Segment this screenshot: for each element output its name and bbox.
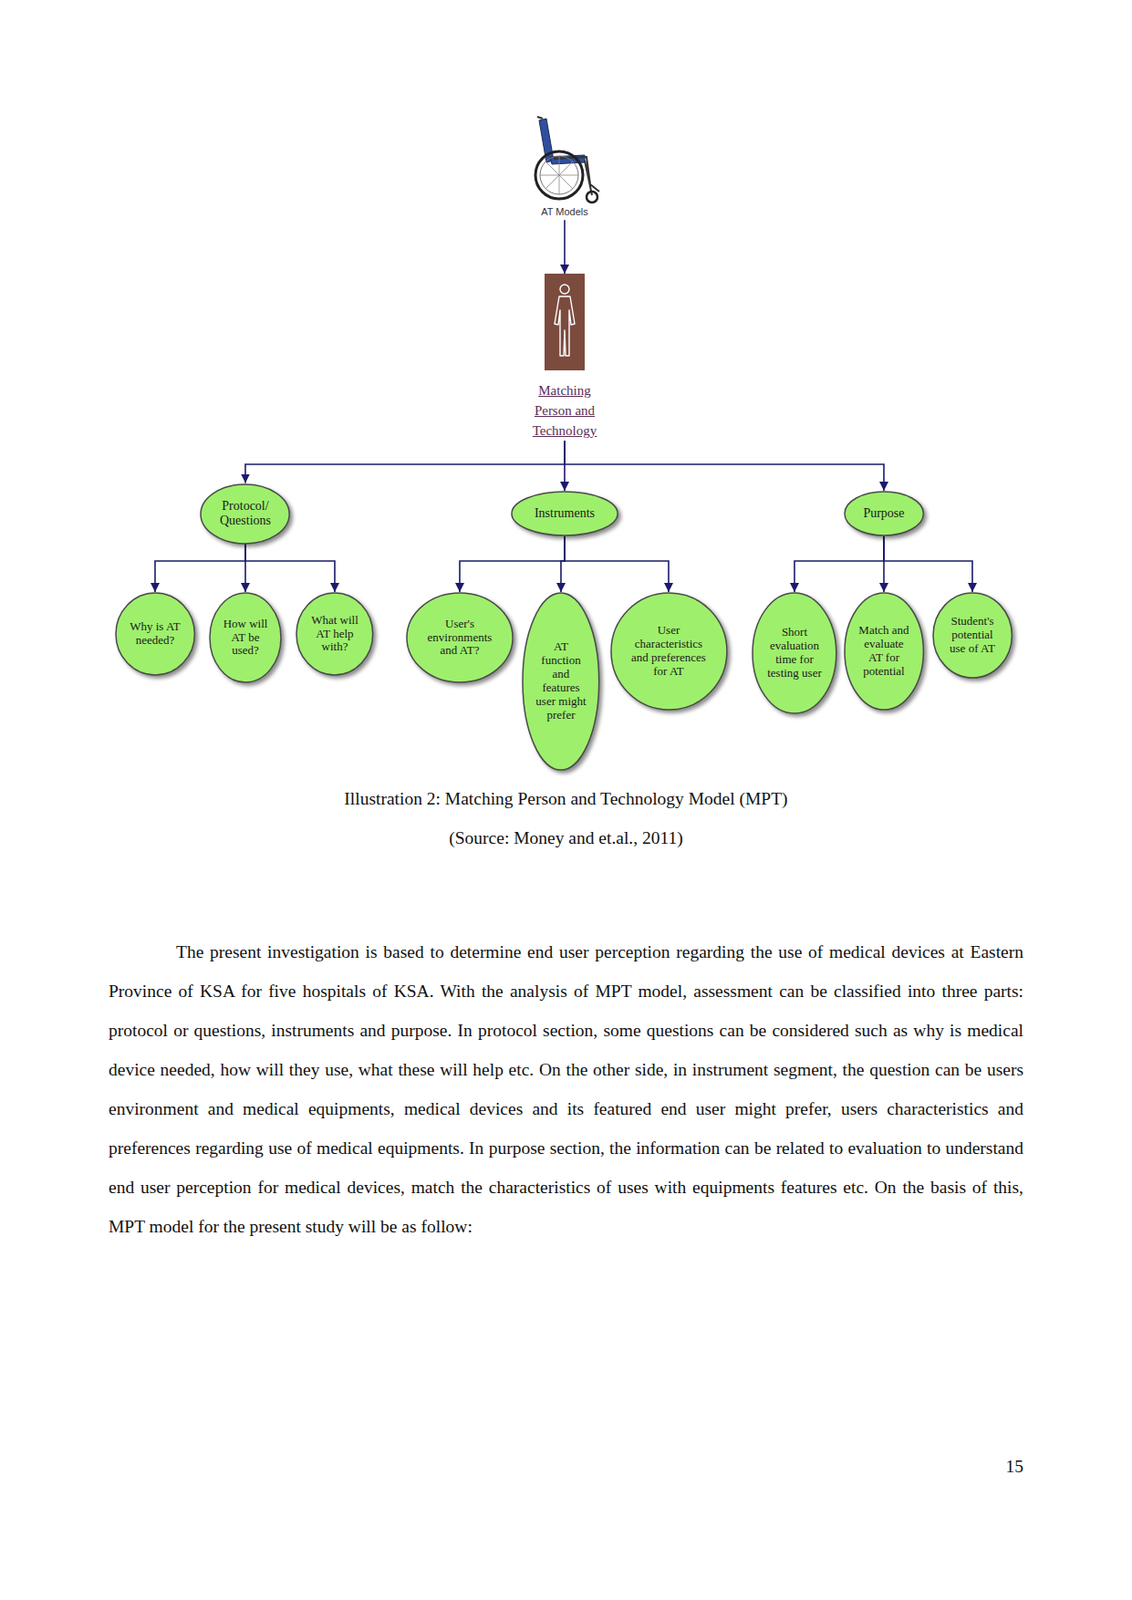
connector-arrow [245, 440, 565, 483]
connector-arrow [883, 536, 973, 592]
ellipse-node: How will AT be used? [208, 591, 282, 684]
node-label: Protocol/ Questions [215, 498, 276, 529]
ellipse-node: User characteristics and preferences for… [610, 591, 728, 711]
node-label: User characteristics and preferences for… [628, 623, 709, 679]
ellipse-node: AT function and features user might pref… [521, 591, 601, 771]
node-label: Match and evaluate AT for potential [857, 623, 911, 679]
ellipse-node: Why is AT needed? [114, 591, 196, 676]
person-icon [544, 273, 585, 371]
wheelchair-picture [526, 113, 603, 205]
connector-arrow [563, 219, 566, 274]
ellipse-node: Match and evaluate AT for potential [843, 591, 925, 711]
picture-label: AT Models [519, 206, 611, 219]
node-label: Instruments [528, 506, 602, 521]
node-label: Purpose [857, 506, 911, 521]
page-number: 15 [966, 1453, 1024, 1480]
model-title: Matching Person and Technology [525, 381, 604, 441]
node-label: AT function and features user might pref… [535, 640, 587, 723]
node-label: Why is AT needed? [128, 620, 182, 648]
ellipse-node: Protocol/ Questions [199, 483, 291, 545]
node-label: User's environments and AT? [423, 617, 497, 659]
connector-arrow [564, 536, 669, 592]
figure-caption: Illustration 2: Matching Person and Tech… [0, 786, 1132, 812]
ellipse-node: What will AT help with? [295, 591, 374, 676]
connector-arrow [794, 536, 884, 592]
connector-arrow [155, 544, 246, 593]
picture-node: AT Models [509, 113, 620, 219]
ellipse-node: User's environments and AT? [405, 591, 514, 684]
ellipse-node: Student's potential use of AT [932, 591, 1013, 679]
ellipse-node: Short evaluation time for testing user [751, 591, 838, 715]
node-label: Student's potential use of AT [945, 614, 999, 656]
connector-arrow [564, 440, 884, 491]
icon-node: Matching Person and Technology [509, 273, 620, 441]
node-label: What will AT help with? [309, 613, 361, 655]
source-note: (Source: Money and et.al., 2011) [0, 825, 1132, 852]
body-paragraph: The present investigation is based to de… [108, 932, 1024, 1247]
node-label: How will AT be used? [222, 617, 269, 659]
ellipse-node: Instruments [510, 490, 619, 537]
ellipse-node: Purpose [843, 490, 925, 537]
connector-arrow [245, 544, 335, 593]
connector-arrow [459, 536, 565, 592]
node-label: Short evaluation time for testing user [766, 625, 823, 681]
